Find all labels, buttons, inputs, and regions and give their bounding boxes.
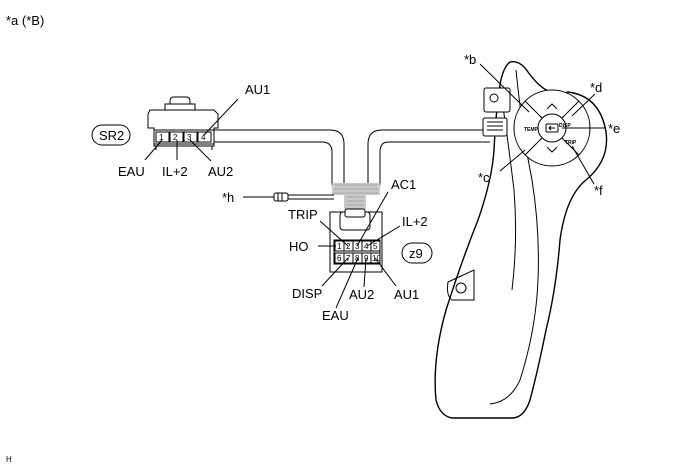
wire-end-terminal bbox=[273, 192, 289, 202]
callout-h: *h bbox=[222, 190, 234, 205]
harness-junction bbox=[332, 183, 380, 209]
callout-d: *d bbox=[590, 80, 602, 95]
button-disp[interactable]: DISP bbox=[559, 123, 571, 129]
z9-label-trip: TRIP bbox=[288, 207, 318, 222]
z9-label-au2: AU2 bbox=[349, 287, 374, 302]
sr2-label-eau: EAU bbox=[118, 164, 145, 179]
button-trip[interactable]: TRIP bbox=[565, 140, 577, 146]
z9-label-ho: HO bbox=[289, 239, 309, 254]
callout-b: *b bbox=[464, 52, 476, 67]
switch-button-cluster: TEMP DISP TRIP bbox=[513, 89, 591, 167]
z9-pin-3: 3 bbox=[355, 242, 360, 251]
connector-sr2: 1 2 3 4 SR2 bbox=[91, 96, 219, 150]
z9-pin-1: 1 bbox=[337, 242, 342, 251]
view-label: *a (*B) bbox=[6, 13, 44, 28]
z9-label-il2: IL+2 bbox=[402, 214, 428, 229]
z9-pin-4: 4 bbox=[364, 242, 369, 251]
z9-connector-id: z9 bbox=[409, 246, 423, 261]
button-temp[interactable]: TEMP bbox=[524, 127, 539, 133]
up-arrow-icon[interactable] bbox=[546, 103, 558, 110]
sr2-label-au2: AU2 bbox=[208, 164, 233, 179]
z9-label-eau: EAU bbox=[322, 308, 349, 323]
sr2-label-il2: IL+2 bbox=[162, 164, 188, 179]
callout-e: *e bbox=[608, 121, 620, 136]
z9-pin-5: 5 bbox=[373, 242, 378, 251]
corner-label: H bbox=[6, 455, 12, 464]
sr2-connector-id: SR2 bbox=[99, 128, 124, 143]
z9-pin-10: 10 bbox=[372, 254, 381, 263]
z9-label-disp: DISP bbox=[292, 286, 322, 301]
down-arrow-icon[interactable] bbox=[546, 146, 558, 153]
wire-harness bbox=[214, 129, 490, 209]
steering-pad-switch: TEMP DISP TRIP bbox=[434, 61, 608, 419]
z9-pin-6: 6 bbox=[337, 254, 342, 263]
sr2-label-au1: AU1 bbox=[245, 82, 270, 97]
z9-pin-7: 7 bbox=[346, 254, 351, 263]
z9-label-au1: AU1 bbox=[394, 287, 419, 302]
sr2-pin-1: 1 bbox=[159, 133, 164, 142]
sr2-pin-2: 2 bbox=[173, 133, 178, 142]
sr2-pin-4: 4 bbox=[201, 133, 206, 142]
sr2-pin-3: 3 bbox=[187, 133, 192, 142]
callout-c: *c bbox=[478, 170, 490, 185]
z9-pin-9: 9 bbox=[364, 254, 369, 263]
z9-pin-2: 2 bbox=[346, 242, 351, 251]
screen-return-icon[interactable] bbox=[545, 123, 559, 133]
z9-connector-id-badge bbox=[401, 242, 433, 264]
sr2-connector-id-badge bbox=[91, 124, 131, 146]
sr2-pin-cavities: 1 2 3 4 bbox=[155, 131, 212, 143]
callout-f: *f bbox=[594, 183, 603, 198]
z9-label-ac1: AC1 bbox=[391, 177, 416, 192]
